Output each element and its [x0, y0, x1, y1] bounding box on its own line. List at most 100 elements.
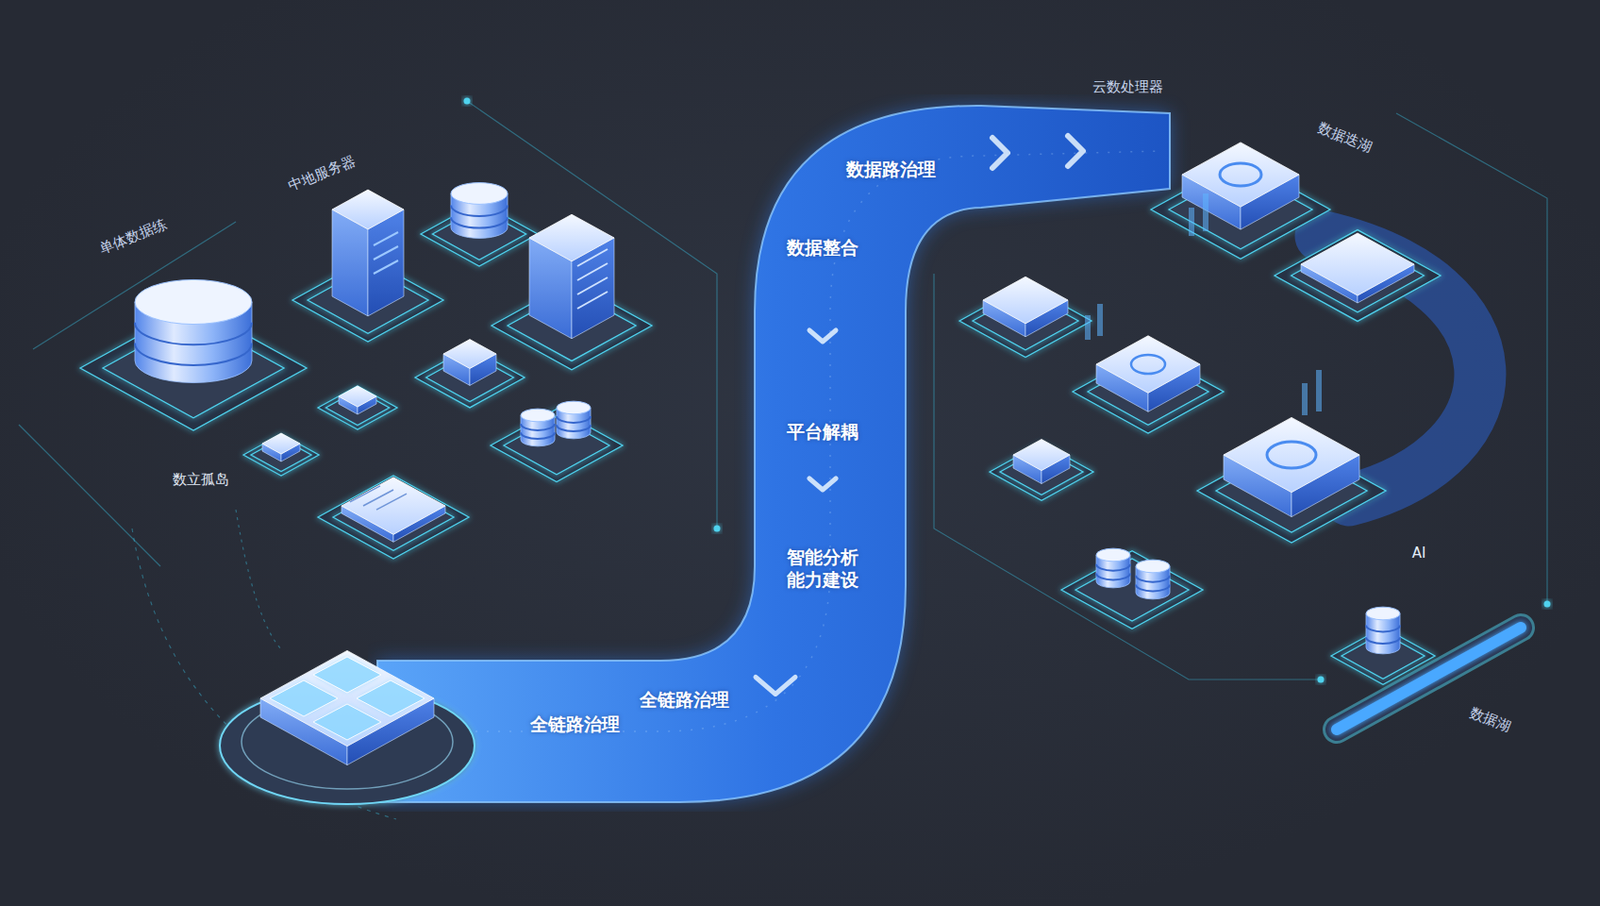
progress-bar [1336, 627, 1521, 730]
band-step: 智能分析 能力建设 [783, 546, 863, 592]
document-panel [341, 505, 394, 542]
start-platform [269, 680, 338, 717]
device-box [983, 300, 1026, 337]
database-cylinder [1096, 548, 1131, 588]
device-box [1025, 300, 1068, 337]
database-cylinder [520, 423, 555, 431]
icon-label: 数据迭湖 [1316, 118, 1376, 157]
platform [1072, 350, 1224, 434]
server-rack [571, 237, 615, 339]
wire-dot [464, 98, 471, 105]
data-panel [1357, 264, 1415, 303]
cloud-cluster [1131, 354, 1166, 374]
database-cylinder [520, 408, 555, 447]
cloud-cluster [1219, 163, 1262, 186]
legacy-cluster [80, 183, 652, 559]
band-body [377, 105, 1170, 802]
circuit-arc [132, 528, 397, 819]
database-cylinder [1135, 584, 1170, 592]
flow-chevron [809, 478, 836, 490]
device-box [983, 276, 1068, 324]
device-box [983, 276, 1068, 337]
platform [959, 284, 1092, 358]
holo-bar [1202, 193, 1209, 232]
platform [1000, 449, 1084, 495]
document-panel [376, 493, 407, 510]
database-cylinder [450, 183, 508, 239]
database-cylinder [1135, 566, 1170, 600]
progress-bar [1336, 627, 1521, 730]
band-step: 数据整合 [786, 236, 859, 260]
flow-chevron [809, 330, 836, 342]
server-tower [332, 189, 404, 317]
platform [333, 483, 454, 550]
database-cylinder [1096, 564, 1131, 571]
platform [243, 433, 319, 476]
icon-label: 中地服务器 [285, 151, 359, 196]
band-shape [367, 94, 1199, 812]
band-step: 平台解耦 [786, 420, 859, 444]
platform [1150, 160, 1331, 260]
device-box [1096, 335, 1200, 394]
platform [1197, 438, 1386, 543]
band-shape [377, 105, 1170, 802]
ai-engine [1291, 454, 1360, 517]
start-platform [356, 680, 425, 717]
server-tower [373, 246, 399, 260]
database-cylinder [1096, 573, 1131, 581]
data-panel [1300, 233, 1415, 303]
database-cylinder [520, 415, 555, 447]
device-box [443, 339, 497, 386]
device-box [1013, 454, 1042, 484]
start-platform [313, 656, 382, 693]
cloud-processor [1240, 174, 1300, 230]
wire-dot [714, 525, 721, 533]
start-platform [219, 686, 475, 804]
band-step: 全链路治理 [639, 688, 730, 712]
database-cylinder [1366, 613, 1400, 654]
platform [432, 208, 526, 261]
tile-box [260, 650, 434, 765]
band-step: 全链路治理 [530, 713, 620, 736]
circuit-line [933, 273, 1321, 680]
database-cylinder [450, 205, 508, 217]
server-tower [332, 209, 368, 317]
platform [243, 433, 319, 476]
platform [325, 390, 389, 426]
wire-dot [1544, 600, 1551, 608]
platform [415, 347, 525, 408]
platform [491, 281, 652, 370]
ai-engine [1223, 416, 1360, 492]
cloud-processor [1182, 142, 1300, 207]
platform [989, 443, 1094, 501]
platform [317, 385, 398, 430]
database-cylinder [134, 322, 252, 346]
cloud-cluster [959, 142, 1521, 730]
platform [1072, 350, 1224, 434]
platform [972, 291, 1079, 350]
platform [959, 284, 1092, 358]
platform [102, 317, 284, 418]
tile-box [260, 698, 348, 766]
icon-label: 数据湖 [1467, 703, 1515, 736]
database-cylinder [1096, 554, 1131, 588]
database-cylinder [1135, 575, 1170, 583]
platform [1274, 230, 1441, 322]
database-cylinder [450, 193, 508, 238]
circuit-arc [235, 509, 284, 651]
device-box [443, 353, 470, 385]
platform [292, 258, 444, 342]
circuit-line [33, 221, 236, 350]
server-rack [529, 214, 615, 339]
database-cylinder [1366, 636, 1400, 644]
document-panel [393, 505, 446, 542]
platform [420, 201, 538, 267]
cloud-processor [1182, 142, 1300, 230]
server-tower [367, 209, 404, 317]
holo-bar [1188, 207, 1195, 236]
